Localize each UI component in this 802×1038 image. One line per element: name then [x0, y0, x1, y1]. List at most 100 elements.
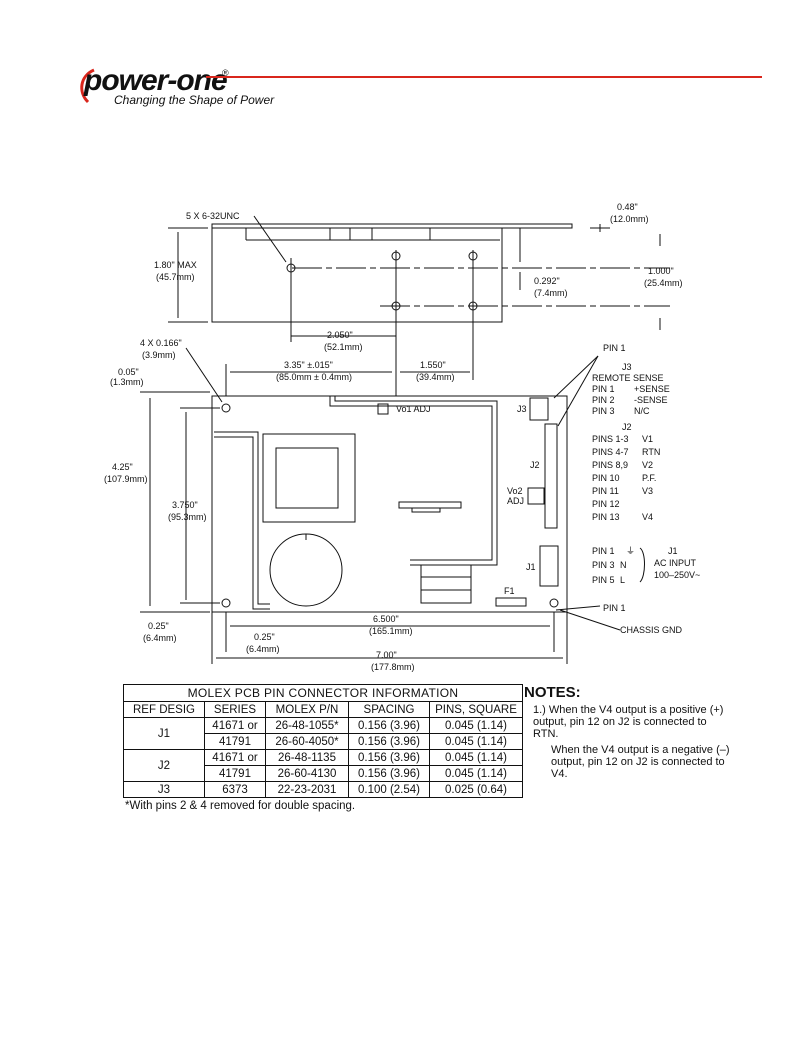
hole-span-v-dim-mm: (95.3mm): [168, 512, 207, 522]
hole-span2-dim: 1.550": [420, 360, 446, 370]
table-cell: 0.025 (0.64): [429, 781, 523, 798]
top-offset-dim: 0.48": [617, 202, 638, 212]
ref-desig-cell: J1: [123, 717, 205, 750]
brand-registered: ®: [222, 68, 229, 78]
table-header: SERIES: [204, 701, 266, 718]
j2-row-6: PIN 12: [592, 499, 620, 509]
hole-span-v-dim: 3.750": [172, 500, 198, 510]
side-view-body: [211, 227, 503, 323]
brand-name: power-one: [84, 64, 228, 97]
table-cell: 0.045 (1.14): [429, 765, 523, 782]
ref-desig-cell: J2: [123, 749, 205, 782]
hole-pitch-h-dim-mm: (52.1mm): [324, 342, 363, 352]
j2-row-5-fn: V3: [642, 486, 653, 496]
j1-pin-3: PIN 3: [592, 560, 615, 570]
left-offset-dim: 0.25": [254, 632, 275, 642]
top-offset-dim-mm: (12.0mm): [610, 214, 649, 224]
note-item: 1.) When the V4 output is a positive (+)…: [533, 704, 724, 740]
transformer-outline: [262, 433, 356, 523]
ref-desig-cell: J3: [123, 781, 205, 798]
hole-span-h-dim: 6.500": [373, 614, 399, 624]
j2-label: J2: [530, 460, 540, 470]
table-cell: 26-60-4050*: [265, 733, 349, 750]
table-cell: 41791: [204, 765, 266, 782]
table-cell: 0.156 (3.96): [348, 733, 430, 750]
notes-title: NOTES:: [524, 684, 581, 701]
edge-offset-dim: 0.05": [118, 367, 139, 377]
ac-input-label: AC INPUT: [654, 558, 697, 568]
table-caption: MOLEX PCB PIN CONNECTOR INFORMATION: [123, 684, 523, 702]
bottom-offset-dim-mm: (6.4mm): [143, 633, 177, 643]
capacitor: [269, 533, 343, 607]
table-header: SPACING: [348, 701, 430, 718]
mechanical-drawing: 5 X 6-32UNC 1.80" MAX (45.7mm) 0.48" (12…: [104, 202, 700, 672]
j2-legend-title: J2: [622, 422, 632, 432]
hole-span-dim-mm: (85.0mm ± 0.4mm): [276, 372, 352, 382]
j2-row-7: PIN 13: [592, 512, 620, 522]
table-cell: 0.156 (3.96): [348, 749, 430, 766]
table-row: J3 6373 22-23-2031 0.100 (2.54) 0.025 (0…: [123, 781, 523, 798]
screw-label: 5 X 6-32UNC: [186, 211, 240, 221]
j1-connector: [539, 545, 559, 587]
height-dim: 1.80" MAX: [154, 260, 197, 270]
j1-pin-1: PIN 1: [592, 546, 615, 556]
j2-row-4-fn: P.F.: [642, 473, 656, 483]
ground-icon: ⏚: [626, 546, 635, 556]
fuse: [495, 597, 527, 607]
j3-legend-title: J3: [622, 362, 632, 372]
table-cell: 26-48-1135: [265, 749, 349, 766]
chassis-gnd-label: CHASSIS GND: [620, 625, 683, 635]
hole-pitch-v-dim-mm: (25.4mm): [644, 278, 683, 288]
ac-range-label: 100–250V~: [654, 570, 700, 580]
j1-pin-5: PIN 5: [592, 575, 615, 585]
j3-label: J3: [517, 404, 527, 414]
edge-offset-dim-mm: (1.3mm): [110, 377, 144, 387]
j2-row-1: PINS 1-3: [592, 434, 629, 444]
j1-pin-5-fn: L: [620, 575, 625, 585]
j2-row-3-fn: V2: [642, 460, 653, 470]
hole-pitch-v-dim: 1.000": [648, 266, 674, 276]
j3-pin-1-fn: +SENSE: [634, 384, 670, 394]
brand-logo: power-one ® Changing the Shape of Power: [80, 64, 280, 112]
vo2-adj-label-2: ADJ: [507, 496, 524, 506]
hole-offset-dim: 0.292": [534, 276, 560, 286]
j3-pin-3: PIN 3: [592, 406, 615, 416]
hole-span-dim: 3.35" ±.015": [284, 360, 333, 370]
board-height-dim-mm: (107.9mm): [104, 474, 148, 484]
table-cell: 22-23-2031: [265, 781, 349, 798]
j2-row-4: PIN 10: [592, 473, 620, 483]
j3-pin-1: PIN 1: [592, 384, 615, 394]
hole-offset-dim-mm: (7.4mm): [534, 288, 568, 298]
table-header: PINS, SQUARE: [429, 701, 523, 718]
hole-span-h-dim-mm: (165.1mm): [369, 626, 413, 636]
pin1-bottom-label: PIN 1: [603, 603, 626, 613]
j3-pin-2: PIN 2: [592, 395, 615, 405]
left-offset-dim-mm: (6.4mm): [246, 644, 280, 654]
j2-row-2-fn: RTN: [642, 447, 660, 457]
bottom-offset-dim: 0.25": [148, 621, 169, 631]
table-cell: 41671 or: [204, 717, 266, 734]
j2-row-3: PINS 8,9: [592, 460, 628, 470]
j2-row-1-fn: V1: [642, 434, 653, 444]
mount-holes-dim: 4 X 0.166": [140, 338, 182, 348]
j1-label: J1: [526, 562, 536, 572]
board-width-dim: 7.00": [376, 650, 397, 660]
hole-span2-dim-mm: (39.4mm): [416, 372, 455, 382]
j1-pin-3-fn: N: [620, 560, 627, 570]
table-cell: 0.045 (1.14): [429, 717, 523, 734]
table-header: MOLEX P/N: [265, 701, 349, 718]
j2-row-2: PINS 4-7: [592, 447, 629, 457]
table-footnote: *With pins 2 & 4 removed for double spac…: [125, 800, 356, 812]
table-row: J2 41671 or 26-48-1135 0.156 (3.96) 0.04…: [123, 749, 523, 782]
table-header: REF DESIG: [123, 701, 205, 718]
side-view-plate: [211, 223, 573, 229]
j1-legend-title: J1: [668, 546, 678, 556]
j2-connector: [544, 423, 558, 529]
j3-legend-subtitle: REMOTE SENSE: [592, 373, 664, 383]
logo-swoosh-icon: [80, 68, 95, 104]
table-row: 41791 26-60-4050* 0.156 (3.96) 0.045 (1.…: [124, 733, 523, 750]
height-dim-mm: (45.7mm): [156, 272, 195, 282]
board-width-dim-mm: (177.8mm): [371, 662, 415, 672]
j2-row-5: PIN 11: [592, 486, 619, 496]
hole-pitch-h-dim: 2.050": [327, 330, 353, 340]
